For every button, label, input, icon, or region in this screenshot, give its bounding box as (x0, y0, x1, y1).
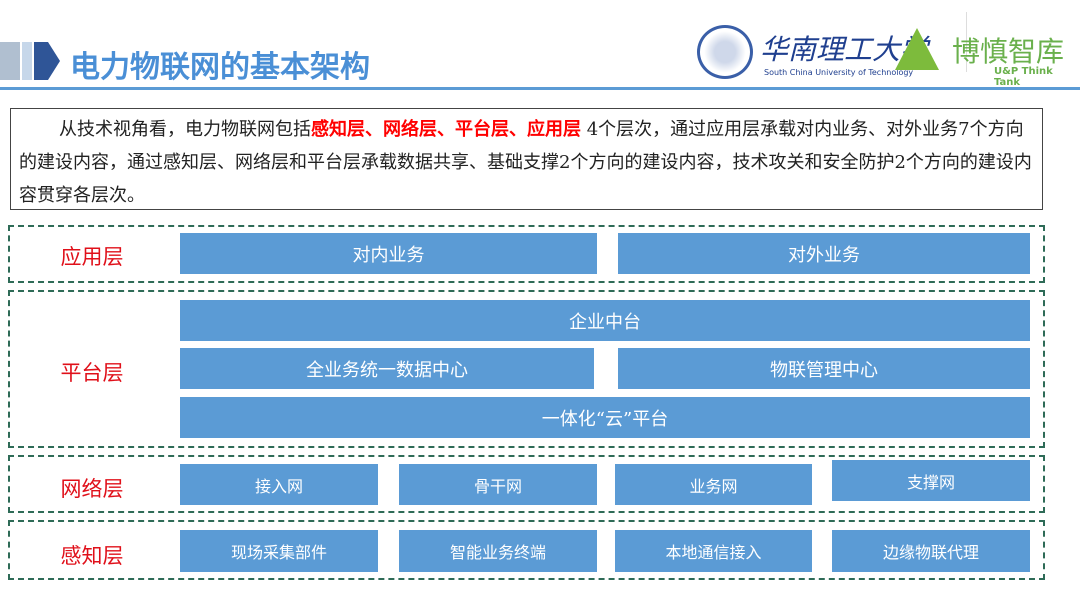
layer-item: 一体化“云”平台 (180, 397, 1030, 438)
layer-item: 企业中台 (180, 300, 1030, 341)
think-tank-name-en: U&P Think Tank (994, 66, 1053, 88)
intro-suffix: 4个层次，通过应用层承载对内业务、对外业务7个方向的建设内容，通过感知层、网络层… (19, 119, 1032, 206)
title-decoration (0, 42, 60, 80)
intro-text: 从技术视角看，电力物联网包括感知层、网络层、平台层、应用层 4个层次，通过应用层… (10, 108, 1043, 210)
application-layer (8, 225, 1045, 283)
header-divider (0, 87, 1080, 90)
platform-layer (8, 290, 1045, 448)
layer-item: 全业务统一数据中心 (180, 348, 594, 389)
layer-item: 接入网 (180, 464, 378, 505)
perception-layer (8, 520, 1045, 580)
layer-label: 应用层 (60, 245, 124, 269)
layer-label: 感知层 (60, 544, 124, 568)
layer-item: 边缘物联代理 (832, 530, 1030, 572)
layer-item: 现场采集部件 (180, 530, 378, 572)
intro-prefix: 从技术视角看，电力物联网包括 (59, 119, 311, 140)
layer-item: 本地通信接入 (615, 530, 812, 572)
layer-item: 对内业务 (180, 233, 597, 274)
layer-item: 对外业务 (618, 233, 1030, 274)
layer-label: 网络层 (60, 477, 124, 501)
university-name-en: South China University of Technology (764, 68, 914, 77)
layer-label: 平台层 (60, 361, 124, 385)
think-tank-name: 博慎智库 (952, 35, 1065, 68)
think-tank-logo (895, 28, 939, 70)
page-title: 电力物联网的基本架构 (70, 50, 370, 85)
layer-item: 物联管理中心 (618, 348, 1030, 389)
layer-item: 智能业务终端 (399, 530, 597, 572)
intro-highlight: 感知层、网络层、平台层、应用层 (311, 119, 581, 140)
network-layer (8, 455, 1045, 513)
layer-item: 支撑网 (832, 460, 1030, 501)
layer-item: 骨干网 (399, 464, 597, 505)
layer-item: 业务网 (615, 464, 812, 505)
university-logo (697, 25, 753, 79)
